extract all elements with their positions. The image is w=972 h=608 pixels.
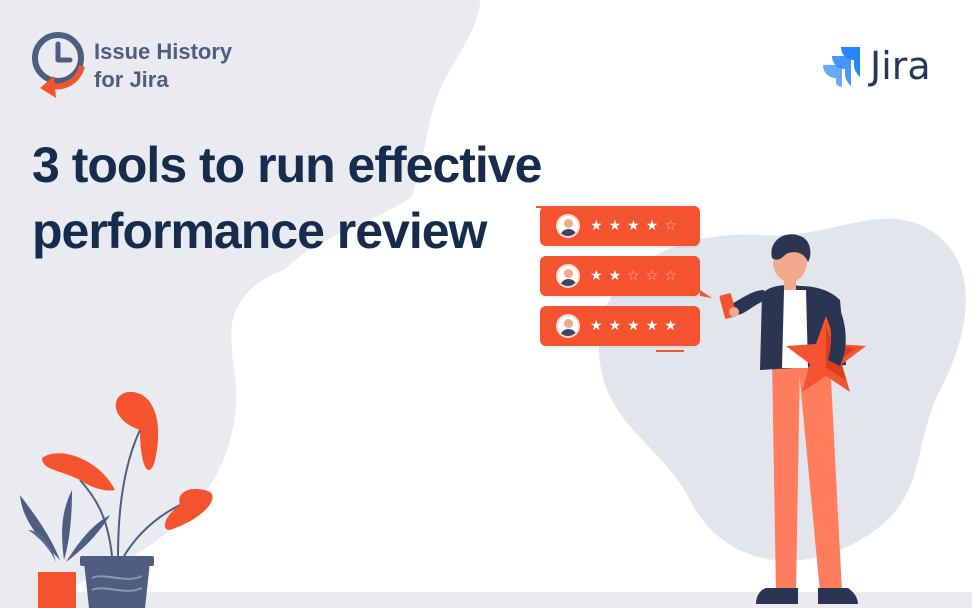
star-filled-icon: ★: [590, 218, 603, 234]
rating-card-1: ★ ★ ★ ★ ☆: [540, 206, 700, 246]
brand-name: Issue History for Jira: [94, 39, 233, 92]
star-rating: ★ ★ ☆ ☆ ☆: [590, 269, 683, 283]
rating-card-2: ★ ★ ☆ ☆ ☆: [540, 256, 700, 296]
clock-history-icon: [32, 32, 85, 98]
star-filled-icon: ★: [645, 218, 659, 234]
jira-logo-icon: [823, 47, 860, 87]
star-filled-icon: ★: [627, 318, 640, 334]
star-filled-icon: ★: [608, 318, 622, 334]
title-line-2: performance review: [32, 203, 487, 259]
star-filled-icon: ★: [645, 318, 659, 334]
avatar: [556, 314, 580, 338]
title-line-1: 3 tools to run effective: [32, 137, 542, 193]
star-filled-icon: ★: [590, 268, 603, 284]
star-filled-icon: ★: [664, 318, 677, 334]
brand-logo: Issue History for Jira: [30, 30, 264, 100]
star-filled-icon: ★: [608, 268, 622, 284]
floor-strip: [0, 592, 972, 608]
star-empty-icon: ☆: [664, 268, 677, 284]
avatar: [556, 264, 580, 288]
star-empty-icon: ☆: [627, 268, 640, 284]
star-filled-icon: ★: [590, 318, 603, 334]
jira-logo: Jira: [820, 44, 931, 88]
bubble-tail-2: [700, 290, 712, 298]
avatar: [556, 214, 580, 238]
star-empty-icon: ☆: [645, 268, 659, 284]
person-with-star-illustration: [719, 234, 866, 604]
star-empty-icon: ☆: [664, 218, 677, 234]
rating-card-3: ★ ★ ★ ★ ★: [540, 306, 700, 346]
jira-wordmark: Jira: [870, 44, 931, 88]
star-filled-icon: ★: [608, 218, 622, 234]
star-filled-icon: ★: [627, 218, 640, 234]
page-title: 3 tools to run effective performance rev…: [32, 132, 632, 264]
plant-illustration: [20, 391, 213, 608]
star-rating: ★ ★ ★ ★ ★: [590, 319, 683, 333]
star-rating: ★ ★ ★ ★ ☆: [590, 219, 683, 233]
